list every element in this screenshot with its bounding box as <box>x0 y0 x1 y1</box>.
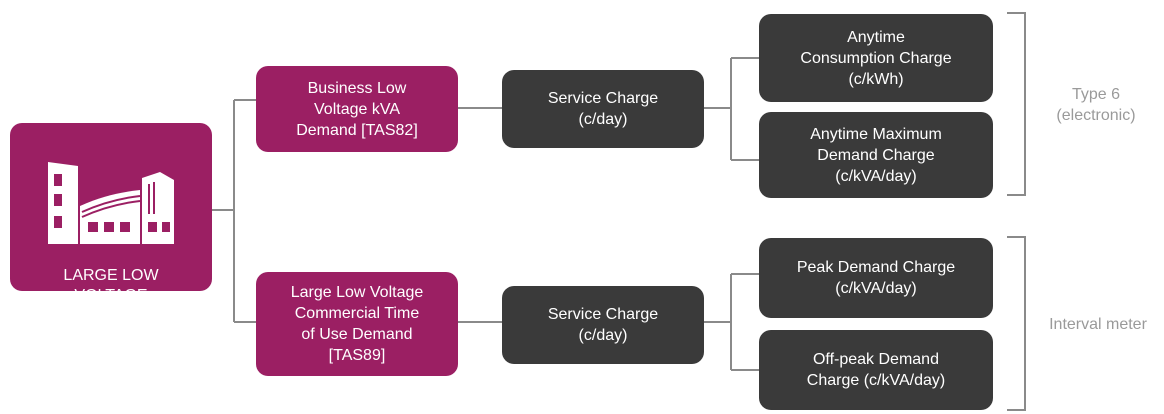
charge-label: Peak Demand Charge (c/kVA/day) <box>796 259 956 297</box>
charge-node-anytime-maximum-demand: Anytime Maximum Demand Charge (c/kVA/day… <box>759 112 993 198</box>
meter-label-type6: Type 6 (electronic) <box>1056 86 1136 124</box>
charge-node-peak-demand: Peak Demand Charge (c/kVA/day) <box>759 238 993 318</box>
service-charge-node: Service Charge (c/day) <box>502 70 704 148</box>
charge-node-anytime-consumption: Anytime Consumption Charge (c/kWh) <box>759 14 993 102</box>
tariff-node-tas82: Business Low Voltage kVA Demand [TAS82] <box>256 66 458 152</box>
charge-node-off-peak-demand: Off-peak Demand Charge (c/kVA/day) <box>759 330 993 410</box>
service-charge-label: Service Charge (c/day) <box>547 90 659 128</box>
tariff-node-tas89: Large Low Voltage Commercial Time of Use… <box>256 272 458 376</box>
charge-label: Off-peak Demand Charge (c/kVA/day) <box>806 351 946 389</box>
factory-icon <box>44 139 178 252</box>
root-node: LARGE LOW VOLTAGE <box>10 123 212 304</box>
tariff-label: Business Low Voltage kVA Demand [TAS82] <box>296 79 418 139</box>
charge-label: Anytime Maximum Demand Charge (c/kVA/day… <box>810 125 942 185</box>
tariff-label: Large Low Voltage Commercial Time of Use… <box>290 284 424 364</box>
meter-label-interval: Interval meter <box>1049 316 1147 333</box>
charge-label: Anytime Consumption Charge (c/kWh) <box>800 28 952 88</box>
service-charge-node: Service Charge (c/day) <box>502 286 704 364</box>
service-charge-label: Service Charge (c/day) <box>547 306 659 344</box>
root-label: LARGE LOW VOLTAGE <box>63 267 159 304</box>
